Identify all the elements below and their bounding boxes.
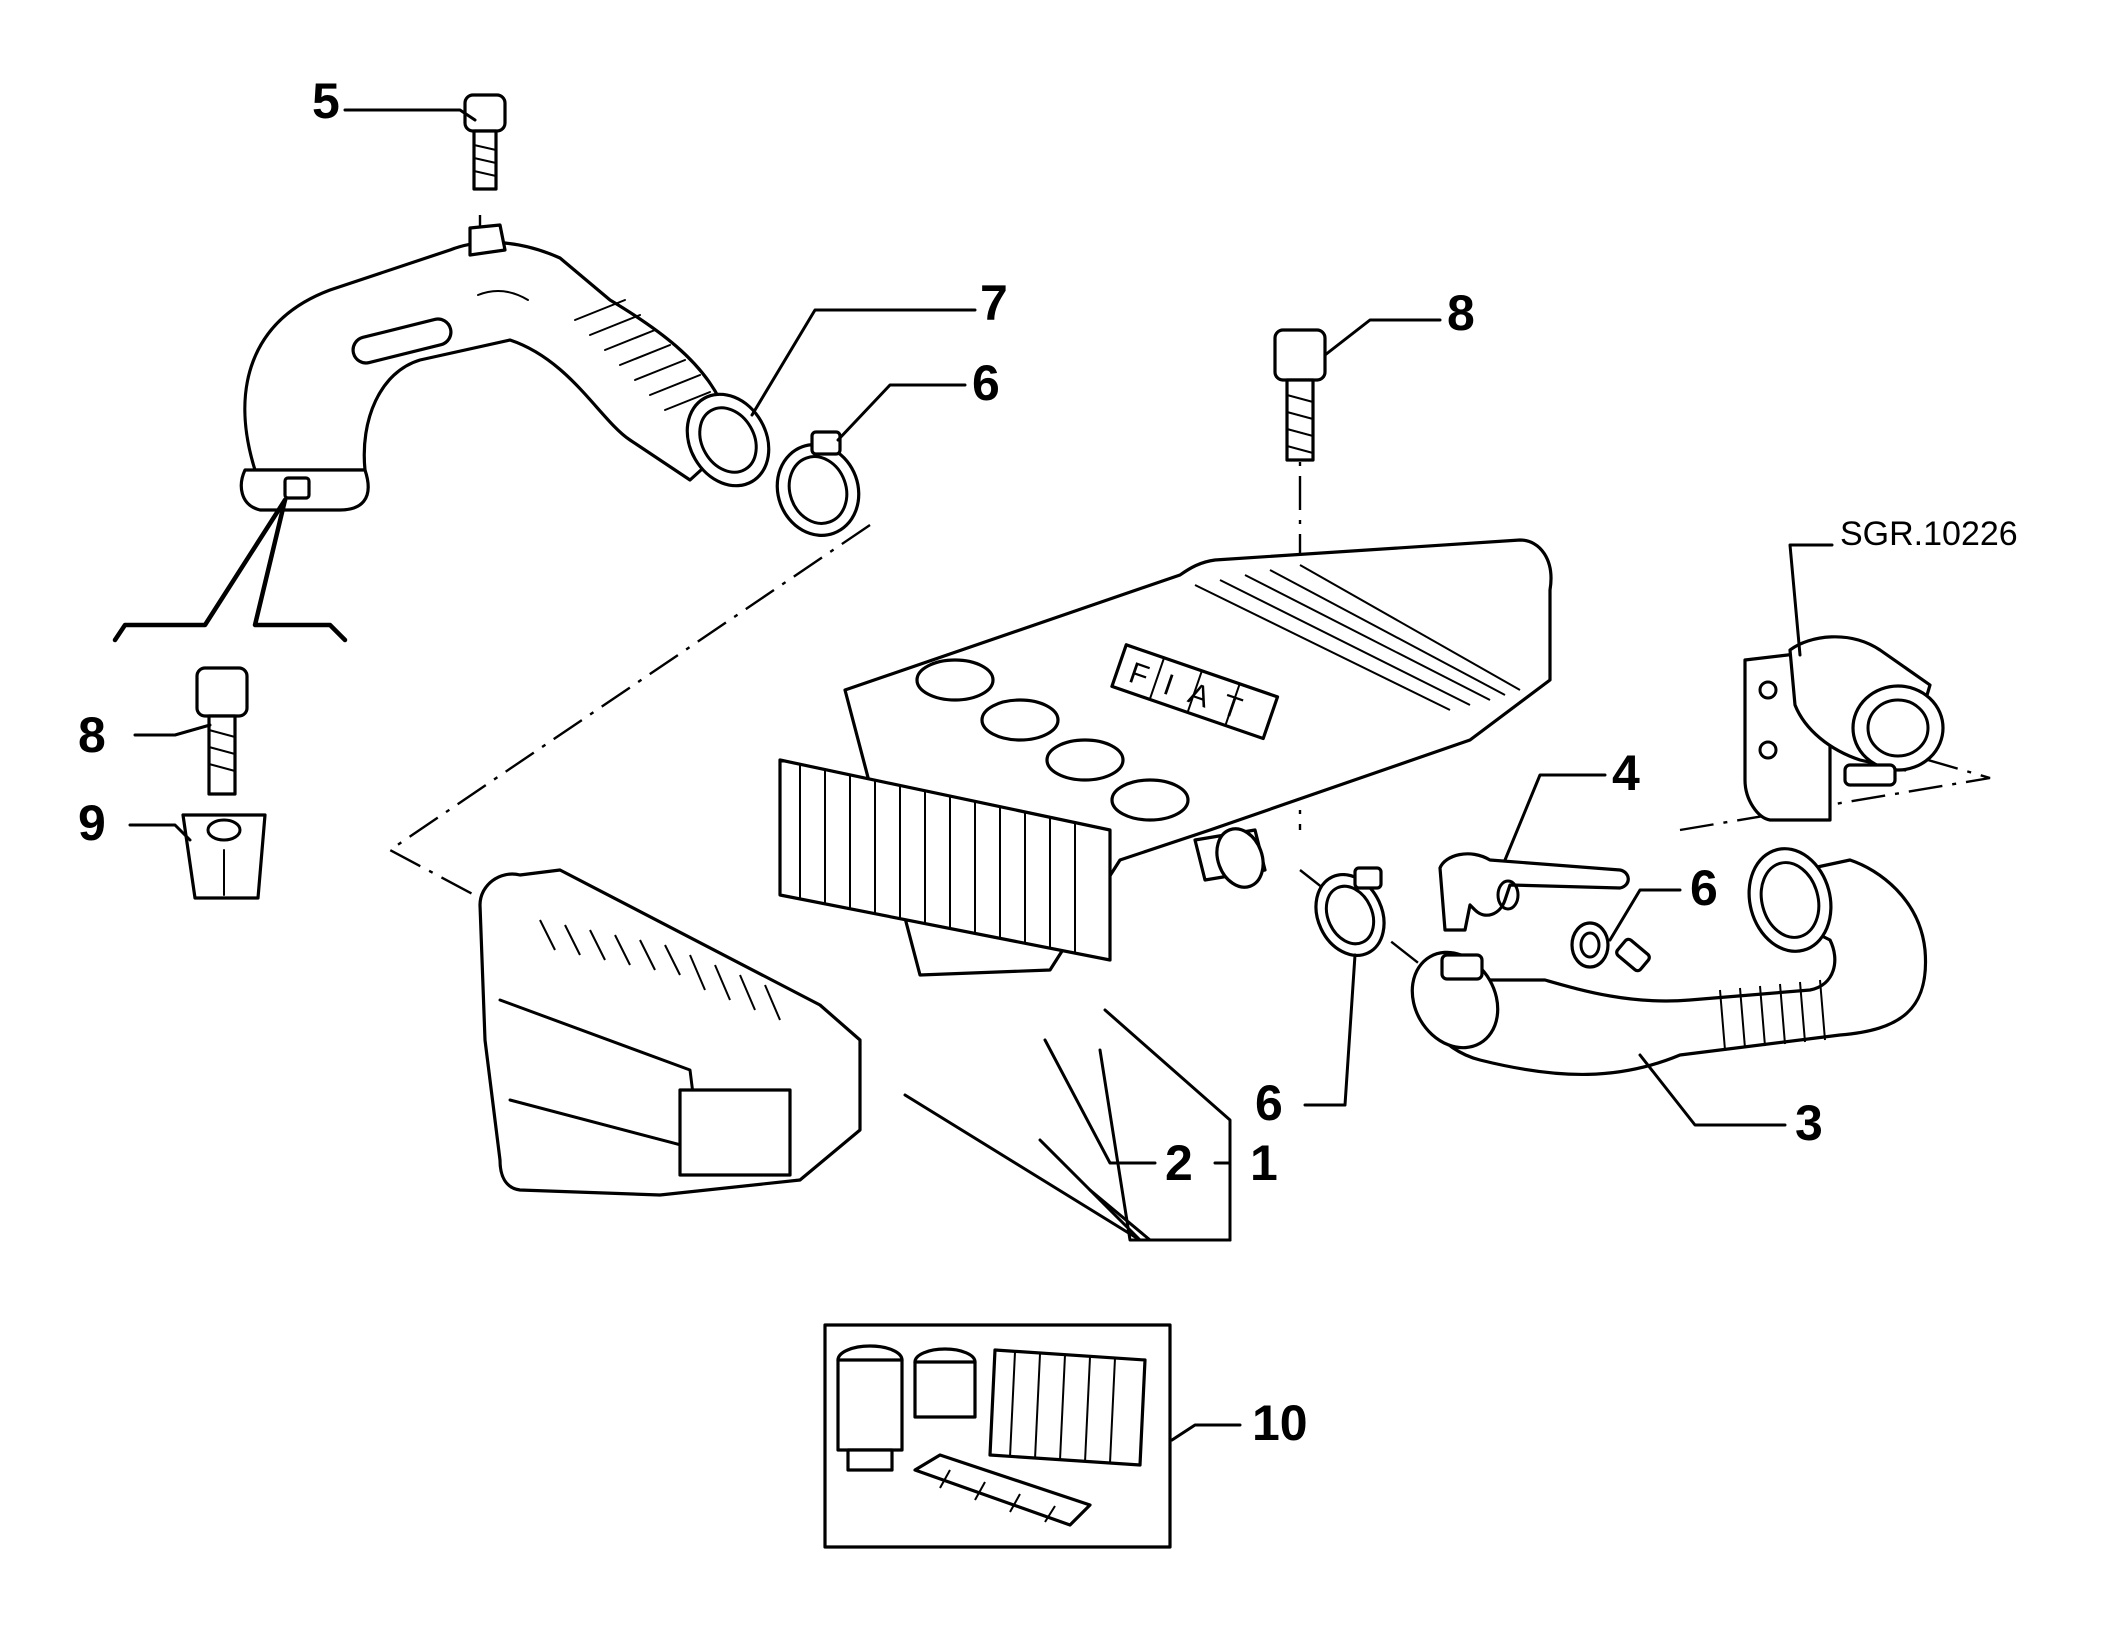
mounting-bracket-lines xyxy=(112,497,348,643)
callout-4: 4 xyxy=(1612,745,1640,801)
callout-7: 7 xyxy=(980,275,1008,331)
intake-hose-part-3 xyxy=(1410,847,1928,1077)
bellows xyxy=(574,299,711,411)
callout-10: 10 xyxy=(1252,1395,1308,1451)
callout-8-left: 8 xyxy=(78,707,106,763)
callout-2: 2 xyxy=(1165,1135,1193,1191)
callout-5: 5 xyxy=(312,73,340,129)
callout-1: 1 xyxy=(1250,1135,1278,1191)
cage-nut-part-9 xyxy=(181,813,267,900)
throttle-body xyxy=(1743,635,1945,822)
callout-9: 9 xyxy=(78,795,106,851)
callout-6-bottom: 6 xyxy=(1255,1075,1283,1131)
oil-filter-2 xyxy=(913,1347,977,1419)
hose-ribs xyxy=(1719,979,1826,1051)
callout-6-right: 6 xyxy=(1690,860,1718,916)
clamp-part-6-top xyxy=(775,430,861,537)
panel-filter xyxy=(988,1348,1147,1467)
reference-code: SGR.10226 xyxy=(1840,515,2018,553)
clamp-part-6-middle xyxy=(1314,866,1386,957)
bolt-part-8-left xyxy=(195,666,249,796)
callout-labels: 5 7 6 8 8 9 4 6 6 3 2 1 10 SGR.10226 xyxy=(78,73,2018,1451)
leader-lines xyxy=(128,108,1834,1442)
lid-ribs xyxy=(1194,564,1521,711)
callout-3: 3 xyxy=(1795,1095,1823,1151)
filter-lower-housing xyxy=(478,868,862,1197)
filter-element-part-2 xyxy=(778,758,1112,962)
filter-pleats xyxy=(799,765,1076,953)
callout-8-top: 8 xyxy=(1447,285,1475,341)
bolt-part-5 xyxy=(463,93,507,191)
callout-6-top: 6 xyxy=(972,355,1000,411)
cabin-filter xyxy=(913,1453,1092,1527)
intake-duct-part-7 xyxy=(239,223,771,512)
filter-kit-part-10 xyxy=(823,1323,1172,1549)
breather-pipe-part-4 xyxy=(1438,852,1651,973)
oil-filter-1 xyxy=(836,1344,904,1472)
bolt-part-8-top xyxy=(1273,328,1327,462)
lower-housing-ribs xyxy=(539,919,781,1021)
